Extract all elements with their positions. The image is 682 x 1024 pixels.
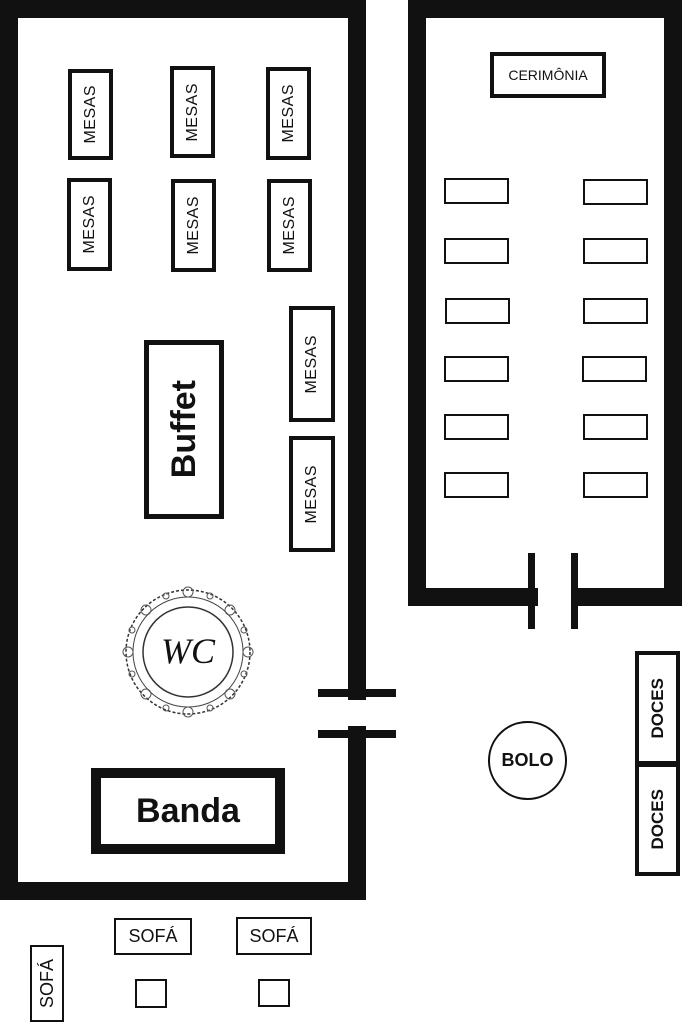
- bolo-label: BOLO: [501, 750, 554, 770]
- hall-door-line-bottom: [318, 730, 396, 738]
- mesas-table: MESAS: [171, 179, 216, 272]
- ceremony-bench: [583, 414, 648, 440]
- ceremony-door-line-right: [571, 553, 578, 629]
- mesas-label: MESAS: [280, 196, 298, 255]
- ceremony-bench: [444, 238, 509, 264]
- monogram-logo: WC: [118, 582, 258, 722]
- mesas-label: MESAS: [303, 334, 320, 394]
- side-table: [258, 979, 290, 1007]
- mesas-table: MESAS: [67, 178, 112, 271]
- mesas-label: MESAS: [80, 195, 98, 254]
- banda-label: Banda: [136, 791, 240, 830]
- doces-label: DOCES: [647, 789, 667, 850]
- hall-door-line-top: [318, 689, 396, 697]
- ceremony-bench: [445, 298, 510, 324]
- ceremony-bench: [444, 472, 509, 498]
- sofa-label: SOFÁ: [128, 926, 178, 946]
- mesas-table: MESAS: [289, 306, 335, 422]
- ceremony-bench: [582, 356, 647, 382]
- mesas-label: MESAS: [303, 464, 320, 524]
- ceremony-bench: [444, 356, 509, 382]
- ceremony-bench: [583, 298, 648, 324]
- ceremony-bench: [444, 178, 509, 204]
- sofa: SOFÁ: [114, 918, 192, 955]
- mesas-table: MESAS: [68, 69, 113, 160]
- sofa: SOFÁ: [30, 945, 64, 1022]
- mesas-label: MESAS: [81, 85, 99, 144]
- doces-label: DOCES: [647, 677, 667, 739]
- mesas-table: MESAS: [267, 179, 312, 272]
- doces-table: DOCES: [635, 763, 680, 876]
- side-table: [135, 979, 167, 1008]
- sofa-label: SOFÁ: [249, 925, 299, 946]
- buffet-label: Buffet: [164, 380, 203, 479]
- monogram-wreath-icon: [122, 586, 254, 718]
- doces-table: DOCES: [635, 651, 680, 765]
- mesas-label: MESAS: [184, 196, 202, 255]
- cerimonia-altar: CERIMÔNIA: [490, 52, 606, 98]
- hall-door-gap: [345, 700, 369, 726]
- banda-stage: Banda: [91, 768, 285, 854]
- mesas-table: MESAS: [289, 436, 335, 552]
- ceremony-door-line-left: [528, 553, 535, 629]
- ceremony-bench: [583, 238, 648, 264]
- bolo-table: BOLO: [488, 721, 567, 800]
- mesas-label: MESAS: [279, 84, 297, 143]
- buffet-table: Buffet: [144, 340, 224, 519]
- mesas-table: MESAS: [170, 66, 215, 158]
- mesas-label: MESAS: [183, 82, 201, 142]
- ceremony-bench: [583, 179, 648, 205]
- ceremony-bench: [444, 414, 509, 440]
- monogram-text: WC: [161, 631, 215, 671]
- sofa-label: SOFÁ: [36, 958, 57, 1008]
- ceremony-bench: [583, 472, 648, 498]
- cerimonia-label: CERIMÔNIA: [508, 67, 588, 83]
- sofa: SOFÁ: [236, 917, 312, 955]
- mesas-table: MESAS: [266, 67, 311, 160]
- ceremony-door-gap: [538, 584, 572, 610]
